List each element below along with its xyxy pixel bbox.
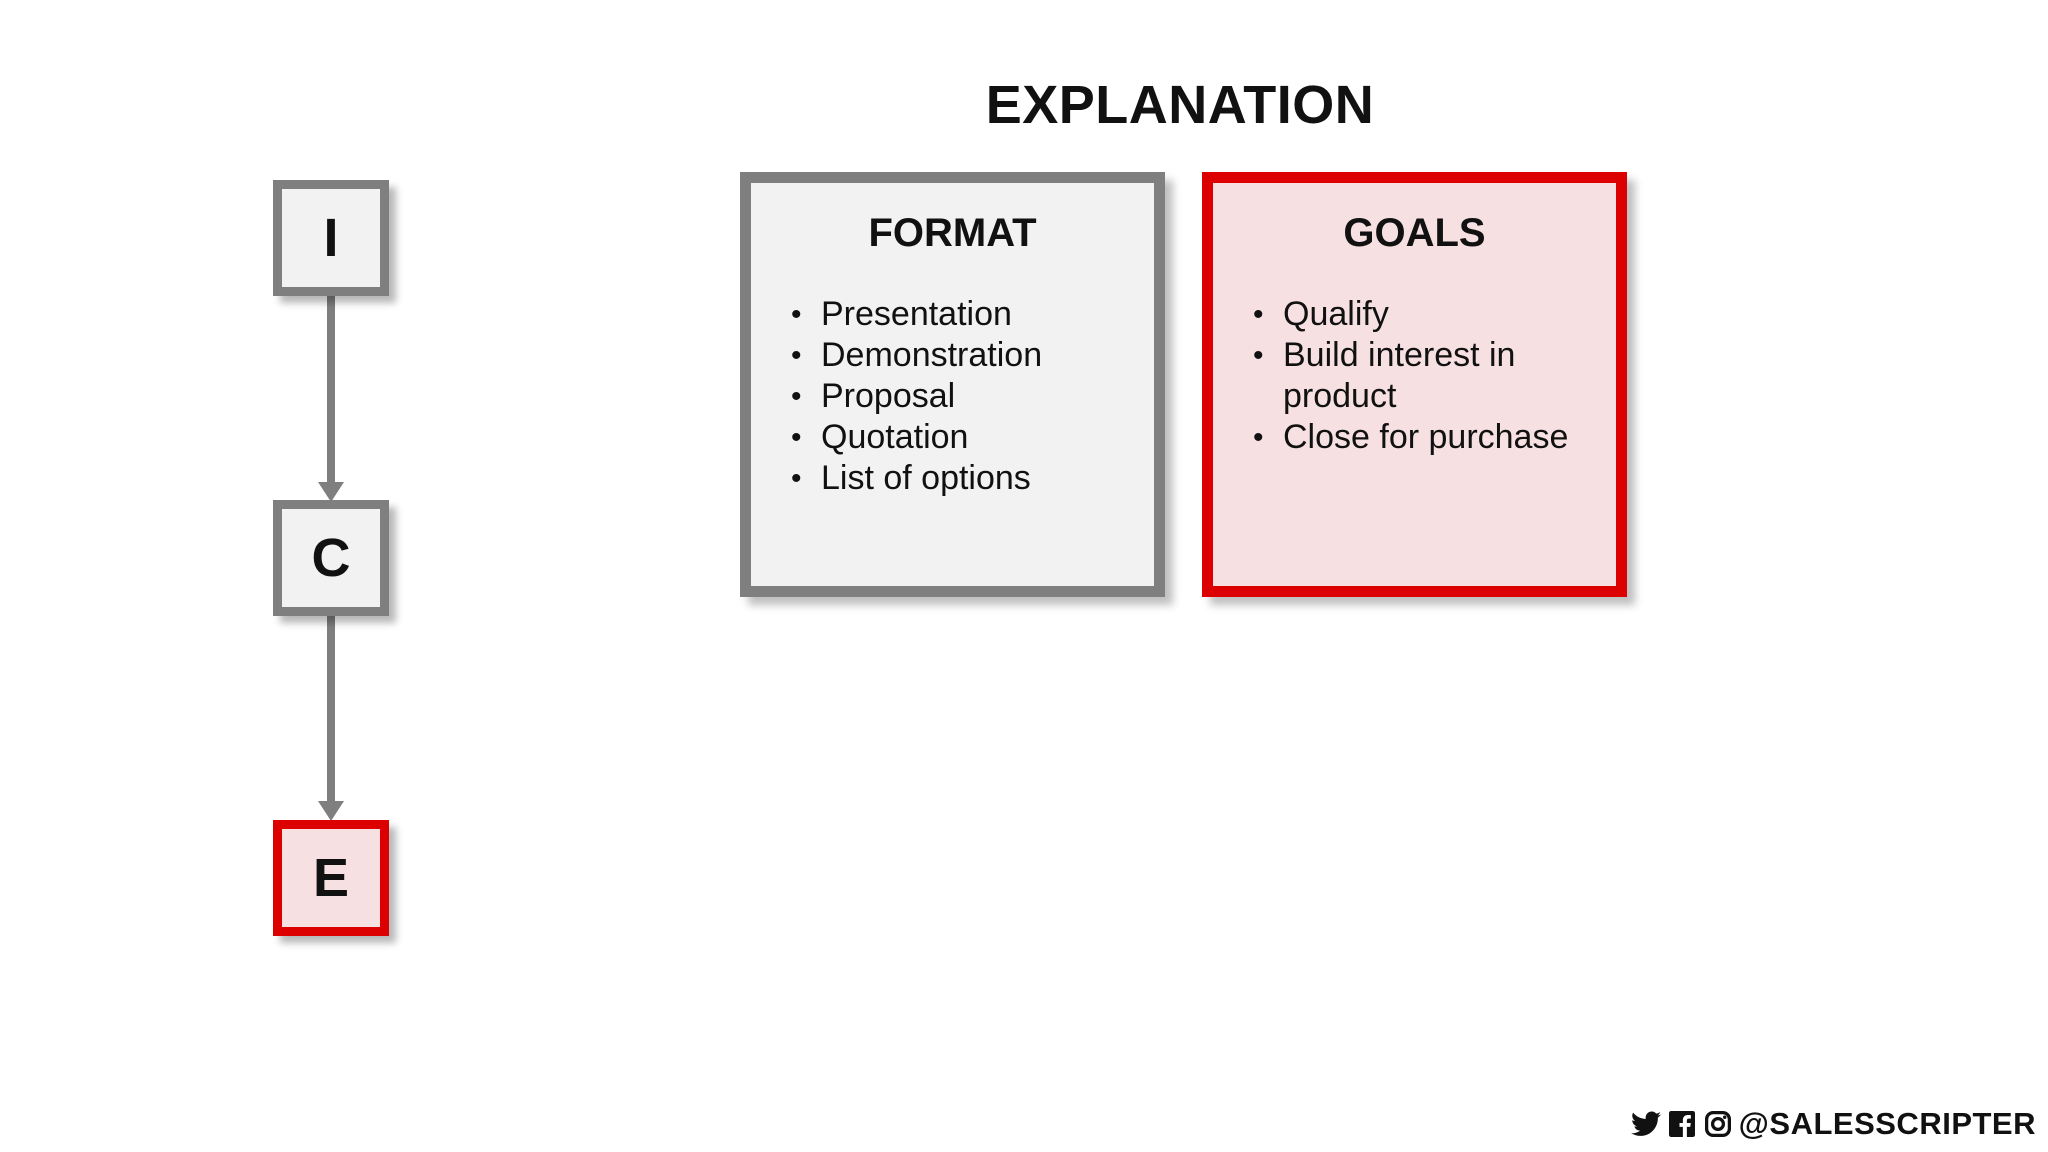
list-item: Build interest in product [1253,335,1606,417]
social-handle: @SALESSCRIPTER [1738,1106,2036,1141]
step-i: I [273,180,389,296]
goals-panel: GOALS Qualify Build interest in product … [1202,172,1627,597]
instagram-icon [1703,1109,1733,1139]
list-item: Qualify [1253,294,1606,335]
connector-i-to-c [327,290,335,485]
list-item: Demonstration [791,335,1144,376]
list-item: Presentation [791,294,1144,335]
list-item: Proposal [791,376,1144,417]
connector-c-to-e [327,612,335,805]
step-c: C [273,500,389,616]
arrowhead-e [318,801,344,821]
social-footer: @SALESSCRIPTER [1630,1106,2036,1142]
list-item: List of options [791,458,1144,499]
format-panel: FORMAT Presentation Demonstration Propos… [740,172,1165,597]
step-letter: E [312,848,350,908]
twitter-icon [1630,1109,1661,1139]
step-letter: C [311,528,351,588]
list-item: Close for purchase [1253,417,1606,458]
step-e: E [273,820,389,936]
step-letter: I [323,208,339,268]
arrowhead-c [318,482,344,502]
format-list: Presentation Demonstration Proposal Quot… [751,294,1154,499]
page-title: EXPLANATION [985,75,1375,135]
facebook-icon [1667,1109,1697,1139]
goals-list: Qualify Build interest in product Close … [1213,294,1616,458]
list-item: Quotation [791,417,1144,458]
goals-title: GOALS [1343,211,1486,255]
format-title: FORMAT [868,211,1037,255]
